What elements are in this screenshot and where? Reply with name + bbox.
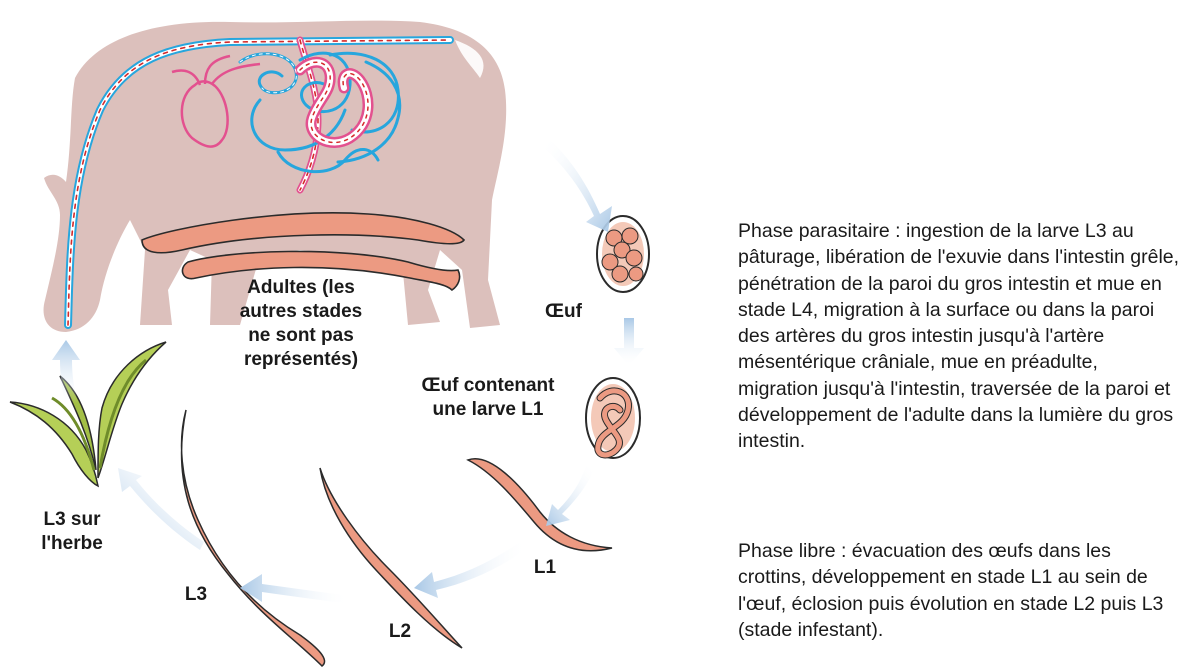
label-l2: L2 [385, 620, 415, 644]
parasitic-phase-text: Phase parasitaire : ingestion de la larv… [738, 218, 1183, 455]
arrow-l1-to-l2 [414, 542, 528, 598]
label-adultes-line1: Adultes (les [226, 276, 376, 300]
label-oeuf-larve: Œuf contenant une larve L1 [398, 374, 578, 422]
label-l1: L1 [530, 556, 560, 580]
arrow-grass-to-horse [52, 340, 80, 404]
label-oeuf: Œuf [545, 300, 605, 324]
free-phase-text: Phase libre : évacuation des œufs dans l… [738, 538, 1183, 643]
egg-with-larva-icon [586, 378, 640, 458]
label-oeuf-larve-line1: Œuf contenant [398, 374, 578, 398]
label-l3-herbe-line1: L3 sur [22, 508, 122, 532]
label-l3: L3 [181, 583, 211, 607]
label-oeuf-larve-line2: une larve L1 [398, 398, 578, 422]
larva-l3 [182, 410, 325, 666]
label-adultes-line2: autres stades [226, 300, 376, 324]
label-l3-herbe: L3 sur l'herbe [22, 508, 122, 556]
parasitic-phase-paragraph: Phase parasitaire : ingestion de la larv… [738, 218, 1183, 455]
grass-icon [10, 342, 166, 486]
label-adultes-line3: ne sont pas [226, 324, 376, 348]
label-l3-herbe-line2: l'herbe [22, 532, 122, 556]
arrow-to-egg [544, 138, 612, 232]
label-adultes: Adultes (les autres stades ne sont pas r… [226, 276, 376, 372]
arrow-to-l1 [546, 466, 594, 526]
arrow-egg-to-larva-egg [614, 318, 644, 366]
label-adultes-line4: représentés) [226, 348, 376, 372]
free-phase-paragraph: Phase libre : évacuation des œufs dans l… [738, 538, 1183, 643]
arrow-l2-to-l3 [240, 574, 350, 604]
